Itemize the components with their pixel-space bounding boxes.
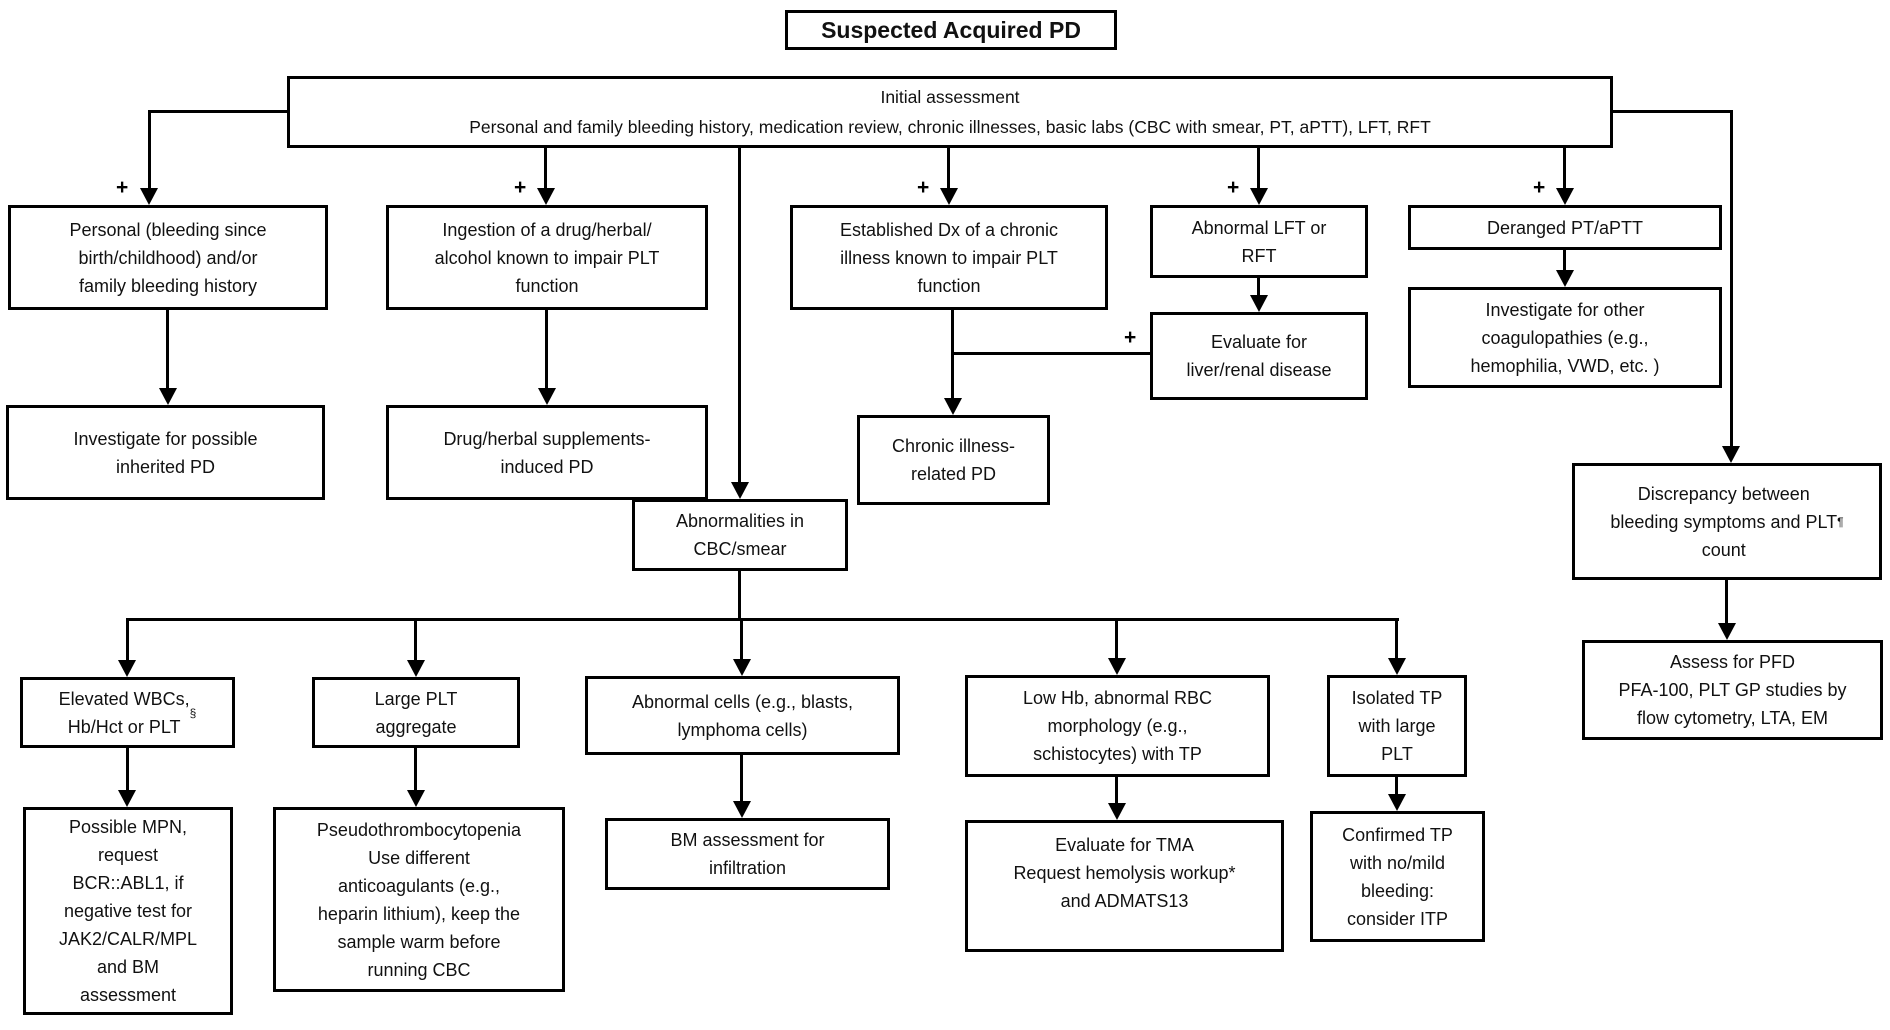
arrowhead-down-icon (407, 790, 425, 807)
connector-segment (951, 310, 954, 400)
node-assess-for-pfd: Assess for PFD PFA-100, PLT GP studies b… (1582, 640, 1883, 740)
discrepancy-text: Discrepancy between bleeding symptoms an… (1610, 483, 1838, 560)
arrowhead-down-icon (940, 188, 958, 205)
connector-segment (126, 618, 1399, 621)
connector-segment (1115, 618, 1118, 660)
node-personal-family-bleeding-history: Personal (bleeding since birth/childhood… (8, 205, 328, 310)
arrowhead-down-icon (140, 188, 158, 205)
node-chronic-illness-related-pd: Chronic illness- related PD (857, 415, 1050, 505)
connector-segment (1563, 250, 1566, 272)
connector-segment (1730, 110, 1733, 448)
arrowhead-down-icon (731, 482, 749, 499)
connector-segment (126, 748, 129, 792)
connector-segment (166, 310, 169, 390)
node-established-dx-chronic-illness: Established Dx of a chronic illness know… (790, 205, 1108, 310)
node-evaluate-liver-renal-disease: Evaluate for liver/renal disease (1150, 312, 1368, 400)
node-evaluate-tma-hemolysis-admats13: Evaluate for TMA Request hemolysis worku… (965, 820, 1284, 952)
arrowhead-down-icon (1250, 295, 1268, 312)
arrowhead-down-icon (1108, 658, 1126, 675)
connector-segment (414, 618, 417, 662)
elevated-text: Elevated WBCs, Hb/Hct or PLT (58, 688, 190, 737)
arrowhead-down-icon (1388, 794, 1406, 811)
connector-segment (947, 148, 950, 190)
node-large-plt-aggregate: Large PLT aggregate (312, 677, 520, 748)
node-initial-assessment: Initial assessment Personal and family b… (287, 76, 1613, 148)
connector-segment (148, 110, 287, 113)
connector-segment (148, 110, 151, 190)
node-isolated-tp-large-plt: Isolated TP with large PLT (1327, 675, 1467, 777)
node-abnormal-lft-rft: Abnormal LFT or RFT (1150, 205, 1368, 278)
node-ingestion-drug-herbal-alcohol: Ingestion of a drug/herbal/ alcohol know… (386, 205, 708, 310)
connector-segment (951, 352, 1150, 355)
arrowhead-down-icon (1556, 270, 1574, 287)
arrowhead-down-icon (1388, 658, 1406, 675)
connector-segment (1725, 580, 1728, 625)
connector-segment (1563, 148, 1566, 190)
connector-segment (545, 310, 548, 390)
connector-segment (1395, 618, 1398, 660)
plus-label-evaluate-liver: + (1124, 326, 1137, 349)
connector-segment (1257, 148, 1260, 190)
node-drug-herbal-supplements-induced-pd: Drug/herbal supplements- induced PD (386, 405, 708, 500)
connector-segment (126, 618, 129, 662)
arrowhead-down-icon (537, 188, 555, 205)
arrowhead-down-icon (118, 790, 136, 807)
arrowhead-down-icon (1556, 188, 1574, 205)
node-discrepancy-bleeding-plt-count: Discrepancy between bleeding symptoms an… (1572, 463, 1882, 580)
node-pseudothrombocytopenia: Pseudothrombocytopenia Use different ant… (273, 807, 565, 992)
node-low-hb-abnormal-rbc-morphology: Low Hb, abnormal RBC morphology (e.g., s… (965, 675, 1270, 777)
connector-segment (740, 618, 743, 661)
plus-label-abnormal-lft: + (1227, 176, 1240, 199)
arrowhead-down-icon (1722, 446, 1740, 463)
arrowhead-down-icon (118, 660, 136, 677)
connector-segment (738, 571, 741, 621)
connector-segment (740, 755, 743, 803)
node-investigate-other-coagulopathies: Investigate for other coagulopathies (e.… (1408, 287, 1722, 388)
plus-label-ingestion: + (514, 176, 527, 199)
node-elevated-wbcs-hb-hct-plt: Elevated WBCs, Hb/Hct or PLT § (20, 677, 235, 748)
plus-label-personal: + (116, 176, 129, 199)
arrowhead-down-icon (733, 659, 751, 676)
node-investigate-inherited-pd: Investigate for possible inherited PD (6, 405, 325, 500)
node-confirmed-tp-consider-itp: Confirmed TP with no/mild bleeding: cons… (1310, 811, 1485, 942)
node-bm-assessment-infiltration: BM assessment for infiltration (605, 818, 890, 890)
node-abnormal-cells-blasts-lymphoma: Abnormal cells (e.g., blasts, lymphoma c… (585, 676, 900, 755)
arrowhead-down-icon (733, 801, 751, 818)
arrowhead-down-icon (159, 388, 177, 405)
connector-segment (544, 148, 547, 190)
plus-label-deranged: + (1533, 176, 1546, 199)
node-deranged-pt-aptt: Deranged PT/aPTT (1408, 205, 1722, 250)
arrowhead-down-icon (1718, 623, 1736, 640)
connector-segment (414, 748, 417, 792)
arrowhead-down-icon (1250, 188, 1268, 205)
connector-segment (1395, 777, 1398, 796)
connector-segment (1613, 110, 1733, 113)
connector-segment (1257, 278, 1260, 297)
arrowhead-down-icon (407, 660, 425, 677)
plus-label-established: + (917, 176, 930, 199)
arrowhead-down-icon (944, 398, 962, 415)
connector-segment (738, 148, 741, 484)
arrowhead-down-icon (538, 388, 556, 405)
node-abnormalities-cbc-smear: Abnormalities in CBC/smear (632, 499, 848, 571)
arrowhead-down-icon (1108, 803, 1126, 820)
node-possible-mpn-workup: Possible MPN, request BCR::ABL1, if nega… (23, 807, 233, 1015)
connector-segment (1115, 777, 1118, 805)
node-title-suspected-acquired-pd: Suspected Acquired PD (785, 10, 1117, 50)
